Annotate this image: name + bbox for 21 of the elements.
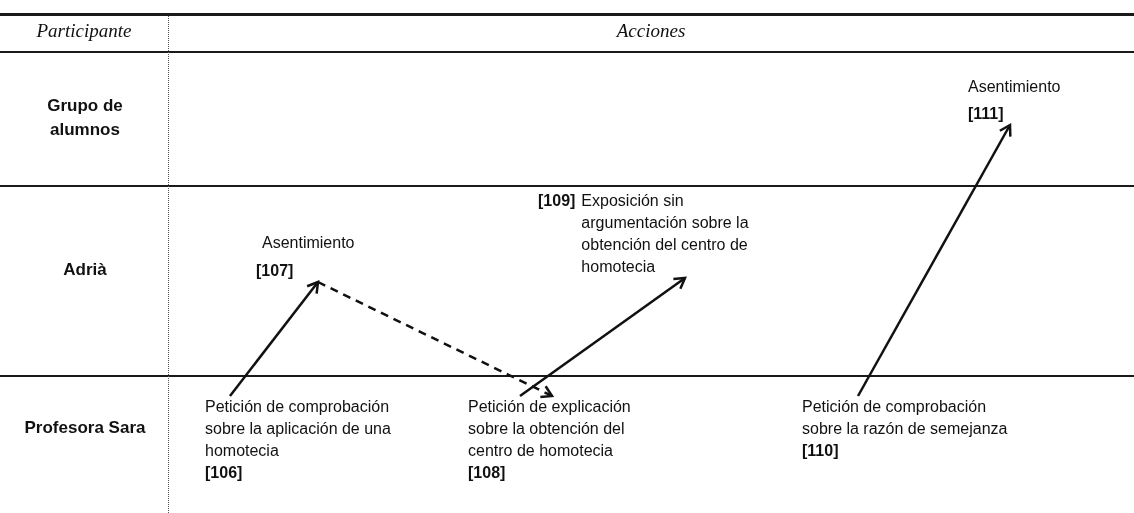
action-text: Petición de comprobación sobre la razón de semejanza (802, 397, 1009, 439)
column-header: Acciones (615, 20, 687, 42)
action-text: Asentimiento (262, 233, 355, 253)
turn-number: [108] (468, 463, 506, 483)
participant-label: Grupo de alumnos (46, 95, 124, 141)
turn-number: [110] (802, 441, 839, 461)
participant-label: Profesora Sara (23, 417, 147, 439)
turn-number: [111] (968, 104, 1004, 124)
action-text: Exposición sin argumentación sobre la obtención del centro de homotecia (581, 191, 750, 277)
arrow (856, 123, 1012, 397)
arrow (317, 280, 554, 399)
turn-number: [109] (538, 191, 576, 211)
participant-label: Adrià (62, 259, 108, 281)
turn-number: [107] (256, 261, 294, 281)
column-header: Participante (35, 20, 133, 42)
turn-number: [106] (205, 463, 243, 483)
action-text: Asentimiento (968, 77, 1061, 97)
action-text: Petición de comprobación sobre la aplicación de una homotecia (205, 397, 392, 461)
action-text: Petición de explicación sobre la obtención del centro de homotecia (468, 397, 632, 461)
arrow (229, 280, 320, 397)
arrow (519, 276, 687, 397)
